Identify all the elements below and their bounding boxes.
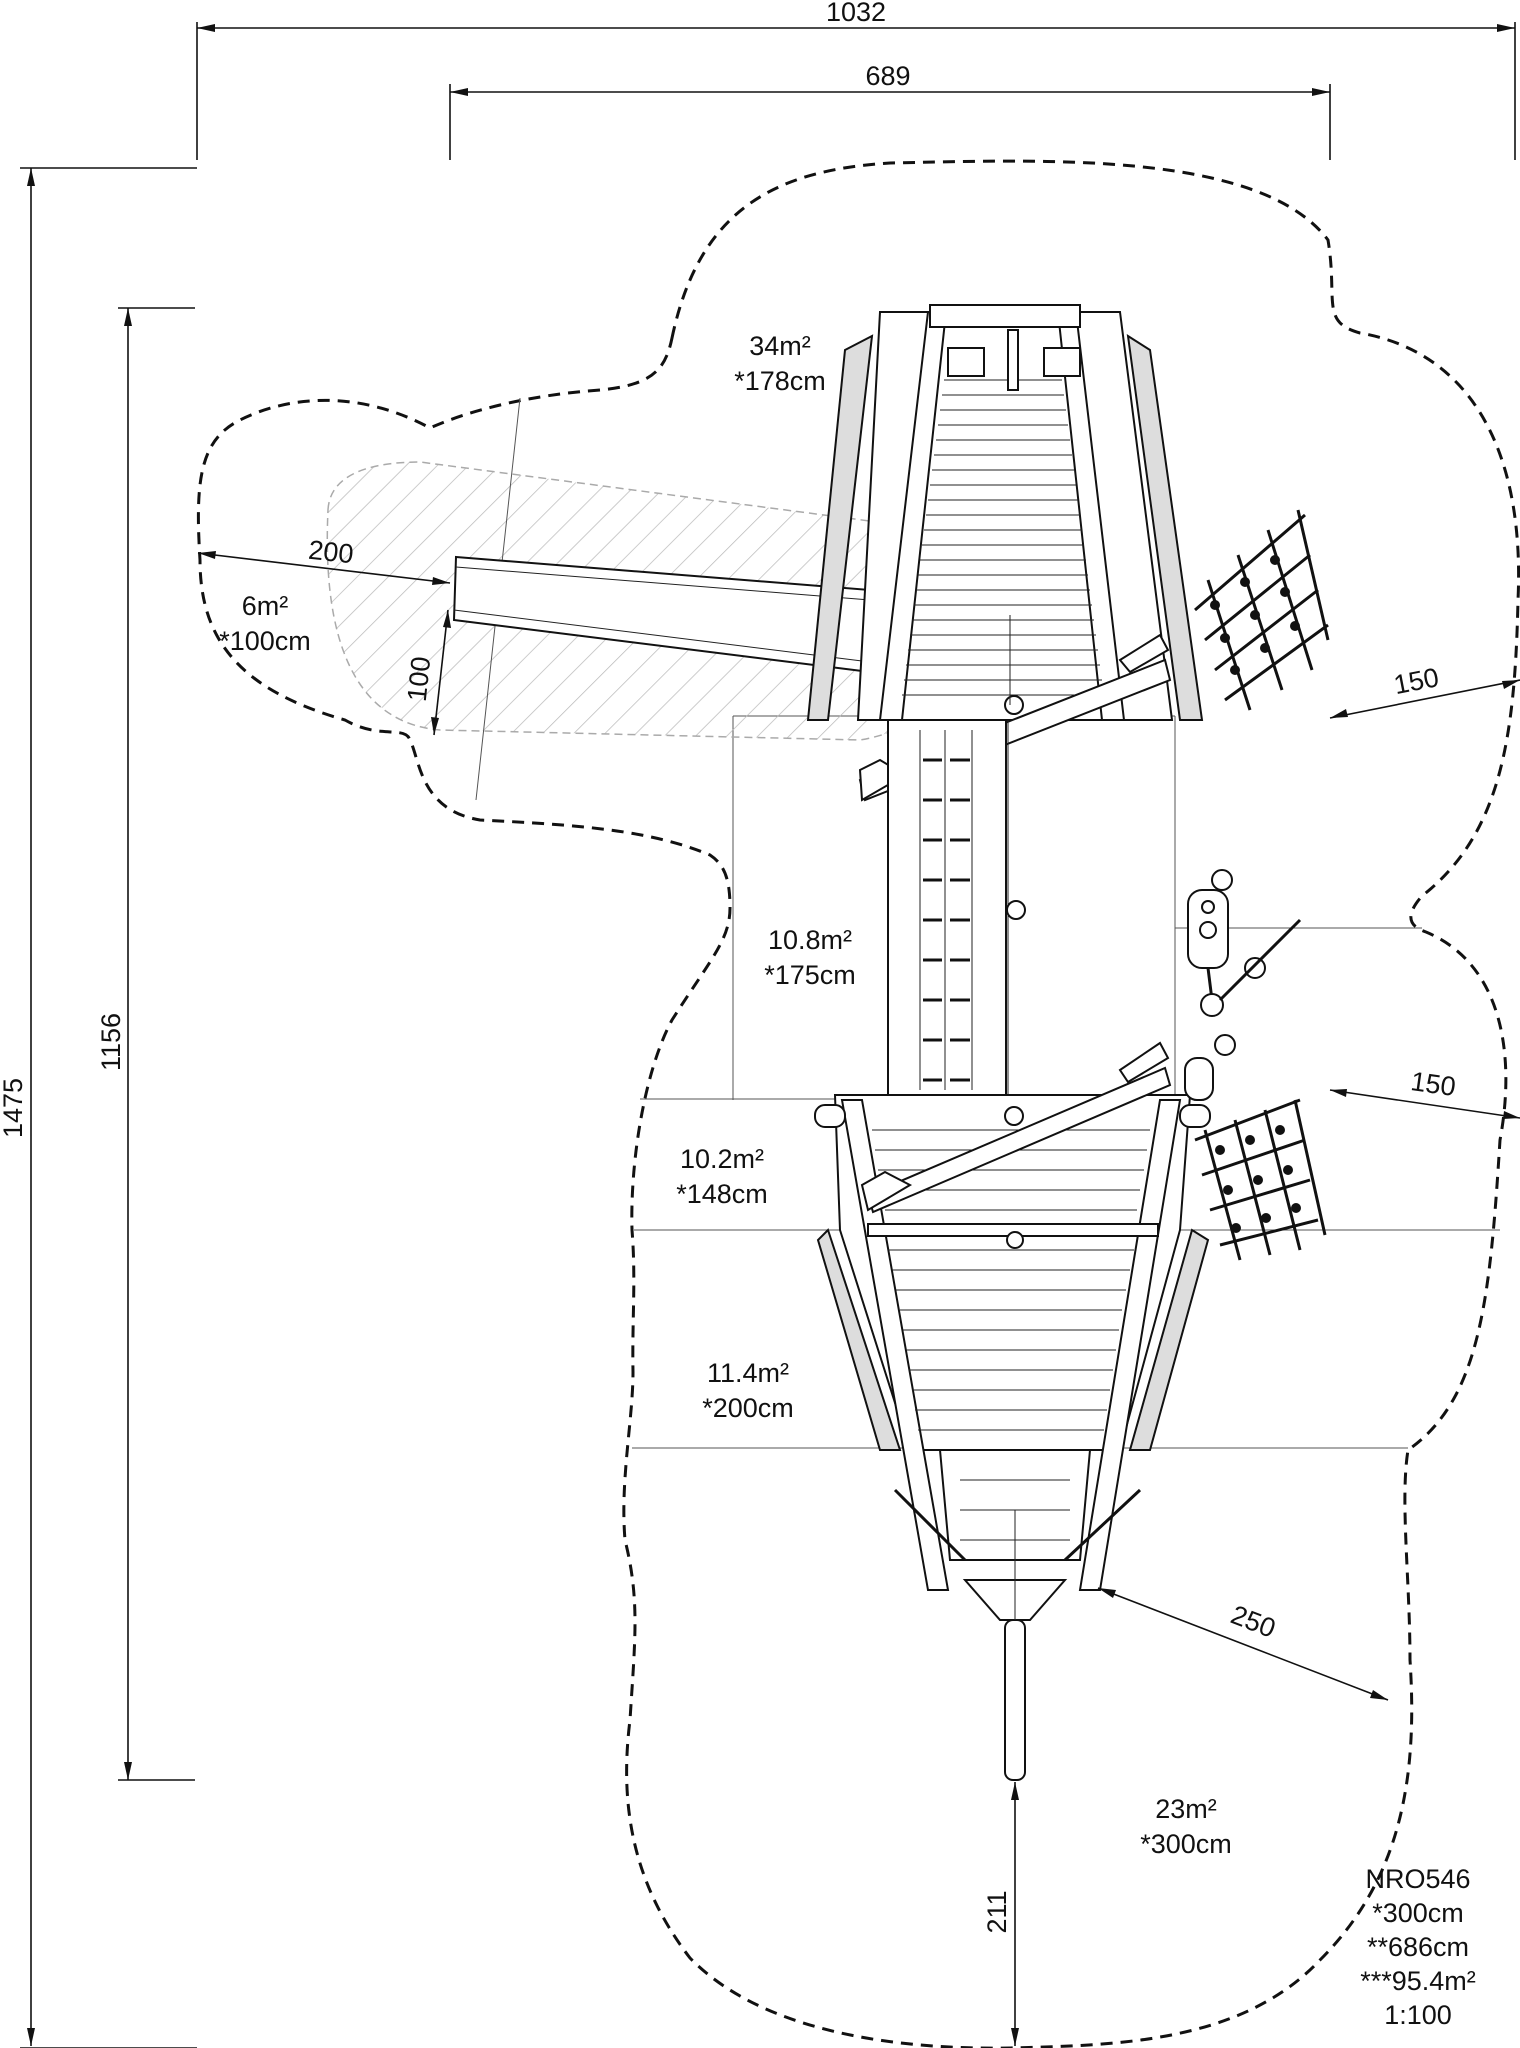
product-code: NRO546 <box>1365 1864 1470 1894</box>
product-scale: 1:100 <box>1384 2000 1452 2030</box>
ship-middle-bridge <box>887 719 1026 1101</box>
zone-area: 10.2m² <box>680 1144 764 1174</box>
product-safety-area: ***95.4m² <box>1360 1966 1476 1996</box>
dimension-net-bottom-clearance-label: 150 <box>1409 1066 1458 1102</box>
climbing-net-bottom <box>1194 1098 1327 1261</box>
zone-height: *148cm <box>676 1179 768 1209</box>
middle-bridge-rungs <box>923 758 970 1082</box>
zone-area: 11.4m² <box>707 1358 789 1388</box>
ship-stern-slide <box>860 1041 1172 1214</box>
product-info-block: NRO546 *300cm **686cm ***95.4m² 1:100 <box>1360 1864 1476 2030</box>
zone-label-tail: 23m² *300cm <box>1140 1794 1232 1859</box>
zone-area: 6m² <box>242 591 289 621</box>
zone-height: *178cm <box>734 366 826 396</box>
product-max-fall: **686cm <box>1367 1932 1469 1962</box>
dimension-plank-length: 200 <box>197 535 451 585</box>
zone-height: *100cm <box>219 626 311 656</box>
zone-label-bow-deck: 34m² *178cm <box>734 331 826 396</box>
dimension-bow-clearance: 211 <box>982 1782 1019 2046</box>
climbing-net-top <box>1194 509 1330 711</box>
dimension-net-bottom-clearance: 150 <box>1329 1066 1520 1119</box>
zone-label-stern-lower: 11.4m² *200cm <box>702 1358 794 1423</box>
dimension-inner-length: 1156 <box>96 307 195 1781</box>
dimension-total-width: 1032 <box>196 0 1516 160</box>
dimension-plank-width: 100 <box>402 609 451 736</box>
dimension-bow-clearance-label: 211 <box>982 1890 1012 1933</box>
dimension-total-length: 1475 <box>0 167 197 2048</box>
dimension-inner-width: 689 <box>449 61 1331 160</box>
ship-stern-deck <box>814 1094 1211 1591</box>
dimension-total-width-label: 1032 <box>826 0 886 27</box>
dimension-inner-width-label: 689 <box>865 61 910 91</box>
zone-area: 23m² <box>1155 1794 1217 1824</box>
zone-height: *300cm <box>1140 1829 1232 1859</box>
dimension-stern-clearance: 250 <box>1097 1587 1389 1701</box>
zone-height: *175cm <box>764 960 856 990</box>
zone-label-plank: 6m² *100cm <box>219 591 311 656</box>
ship-stern-tail <box>893 1449 1142 1781</box>
product-max-height: *300cm <box>1372 1898 1464 1928</box>
dimension-stern-clearance-label: 250 <box>1227 1600 1280 1644</box>
zone-area: 34m² <box>749 331 811 361</box>
dimension-net-top-clearance: 150 <box>1329 662 1520 719</box>
dimension-net-top-clearance-label: 150 <box>1391 662 1441 700</box>
zone-area: 10.8m² <box>768 925 852 955</box>
dimension-inner-length-label: 1156 <box>96 1013 126 1071</box>
zone-label-stern-upper: 10.2m² *148cm <box>676 1144 768 1209</box>
dimension-plank-length-label: 200 <box>307 535 355 570</box>
safety-zone-outline <box>196 159 1520 2048</box>
zone-height: *200cm <box>702 1393 794 1423</box>
ship-bow-deck <box>806 304 1204 721</box>
side-accessories <box>1184 869 1302 1101</box>
bow-deck-planks <box>902 379 1104 696</box>
zone-label-middle-bridge: 10.8m² *175cm <box>764 925 856 990</box>
dimension-plank-width-label: 100 <box>402 655 437 703</box>
dimension-total-length-label: 1475 <box>0 1078 28 1138</box>
